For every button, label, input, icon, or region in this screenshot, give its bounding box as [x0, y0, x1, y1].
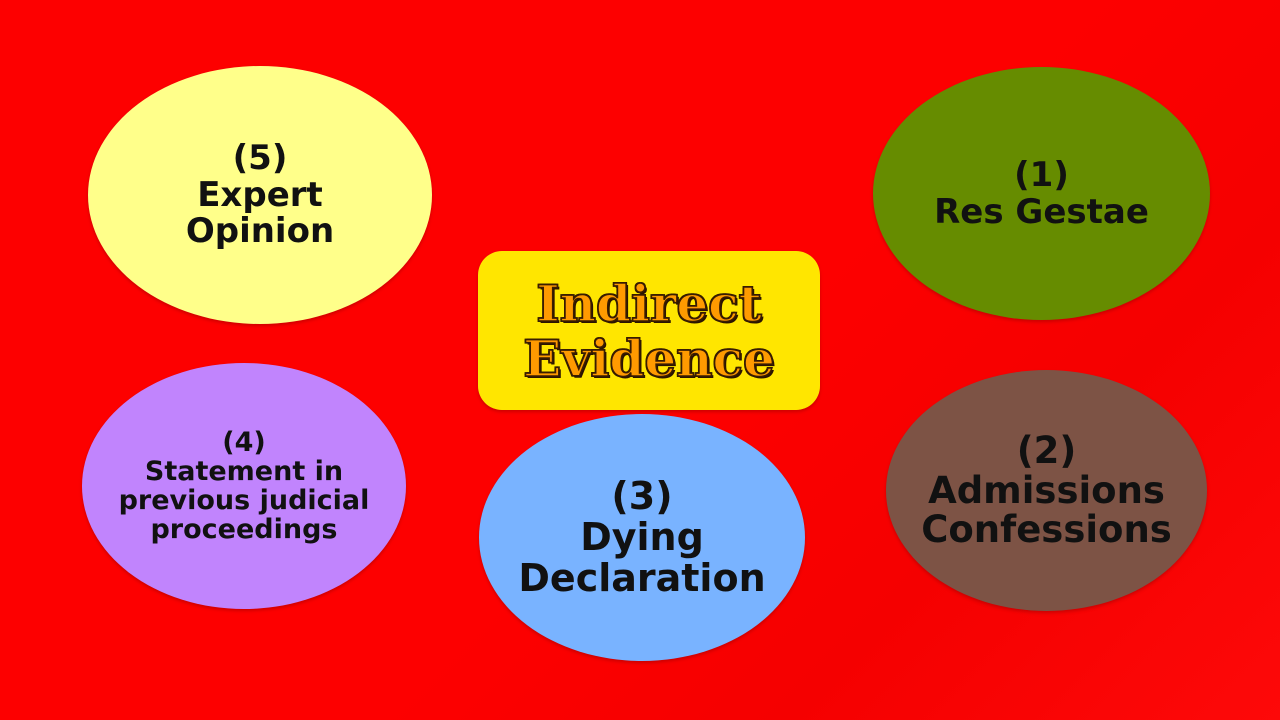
- node-label-line: Expert: [197, 174, 323, 215]
- node-label-line: Statement in: [144, 455, 344, 487]
- node-label-line: Res Gestae: [934, 191, 1149, 232]
- node-admissions-confessions: (2) Admissions Confessions: [886, 370, 1207, 611]
- node-expert-opinion: (5) Expert Opinion: [88, 66, 432, 324]
- node-label-line: Admissions: [928, 468, 1165, 512]
- node-number: (3): [611, 473, 673, 518]
- central-topic: Indirect Evidence: [478, 251, 820, 410]
- node-number: (2): [1016, 428, 1077, 472]
- node-dying-declaration: (3) Dying Declaration: [479, 414, 805, 661]
- node-res-gestae: (1) Res Gestae: [873, 67, 1210, 320]
- node-label-line: Declaration: [518, 556, 766, 601]
- node-number: (4): [222, 426, 266, 458]
- central-topic-line: Indirect: [536, 273, 763, 333]
- node-label-line: Confessions: [921, 508, 1172, 552]
- central-topic-line: Evidence: [522, 328, 775, 388]
- node-label-line: previous judicial: [118, 485, 370, 516]
- node-label-line: Dying: [580, 514, 704, 559]
- node-number: (1): [1014, 154, 1069, 195]
- node-label-line: proceedings: [150, 514, 338, 546]
- node-number: (5): [232, 137, 288, 178]
- node-statement-previous-proceedings: (4) Statement in previous judicial proce…: [82, 363, 406, 609]
- node-label-line: Opinion: [185, 211, 335, 252]
